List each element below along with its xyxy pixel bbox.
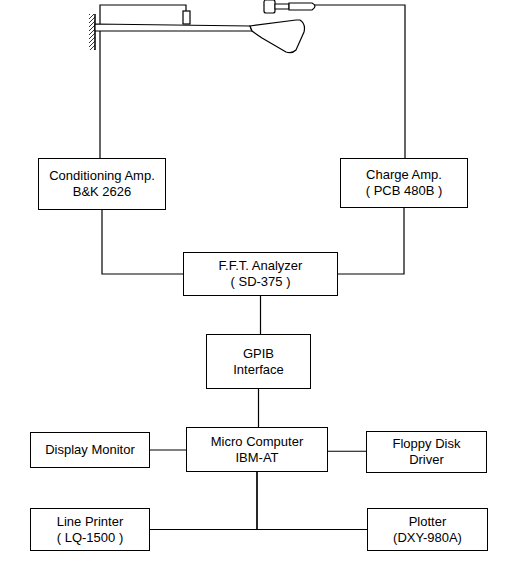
box-label: Plotter <box>409 514 447 530</box>
connector-line <box>328 451 366 452</box>
clamp-wall <box>89 14 95 50</box>
connector-line <box>338 208 404 274</box>
accelerometer <box>183 11 190 24</box>
box-label: ( SD-375 ) <box>231 274 291 290</box>
hammer-neck <box>275 4 289 9</box>
process-box: Display Monitor <box>30 432 150 468</box>
box-label: Interface <box>233 362 284 378</box>
box-label: Display Monitor <box>45 442 135 458</box>
process-box: Plotter(DXY-980A) <box>367 508 488 551</box>
box-label: (DXY-980A) <box>393 530 462 546</box>
process-box: Micro ComputerIBM-AT <box>186 427 328 472</box>
connector-line <box>260 296 261 334</box>
hammer-handle <box>289 3 315 10</box>
process-box: Line Printer( LQ-1500 ) <box>30 508 150 551</box>
process-box: Floppy DiskDriver <box>366 431 487 473</box>
box-label: Driver <box>409 452 444 468</box>
box-label: ( PCB 480B ) <box>366 183 443 199</box>
clamp-wall-edge <box>94 14 96 50</box>
box-label: B&K 2626 <box>73 184 132 200</box>
box-label: Line Printer <box>57 514 123 530</box>
box-label: Charge Amp. <box>366 167 442 183</box>
box-label: Conditioning Amp. <box>49 168 155 184</box>
box-label: Floppy Disk <box>393 436 461 452</box>
connector-line <box>258 389 259 427</box>
box-label: F.F.T. Analyzer <box>219 258 303 274</box>
box-label: GPIB <box>243 346 274 362</box>
connector-line <box>102 210 183 274</box>
connector-line <box>150 472 257 530</box>
connector-line <box>257 472 367 530</box>
process-box: Charge Amp.( PCB 480B ) <box>340 158 468 208</box>
box-label: ( LQ-1500 ) <box>57 530 123 546</box>
connector-line <box>150 449 186 450</box>
club-shaft <box>95 24 252 31</box>
process-box: GPIBInterface <box>206 334 311 389</box>
club-head <box>250 20 305 53</box>
box-label: IBM-AT <box>235 450 278 466</box>
process-box: F.F.T. Analyzer( SD-375 ) <box>183 252 338 296</box>
box-label: Micro Computer <box>211 434 303 450</box>
hammer-head <box>264 0 275 13</box>
process-box: Conditioning Amp.B&K 2626 <box>38 158 166 210</box>
